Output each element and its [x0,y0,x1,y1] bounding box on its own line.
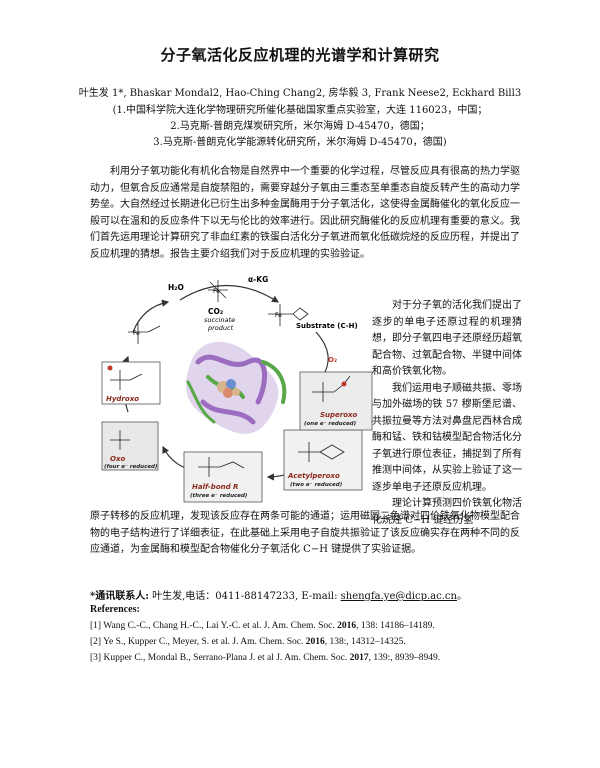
paper-title: 分子氧活化反应机理的光谱学和计算研究 [160,46,440,64]
fe-product-complex [128,322,161,344]
right-column-text: 对于分子氧的活化我们提出了逐步的单电子还原过程的机理猜想，即分子氧四电子还原经历… [372,298,522,529]
oxo-box [101,421,159,471]
substrate-label: Substrate (C-H) [296,322,358,330]
contact-end: 。 [456,591,467,602]
cycle-arrow-top [179,284,280,303]
co2-label: CO₂ [208,307,223,316]
hydroxo-box [101,361,161,405]
reference-1: [1] Wang C.-C., Chang H.-C., Lai Y.-C. e… [90,621,435,631]
acetylperoxo-label: Acetylperoxo [287,472,340,480]
akg-label: α-KG [248,275,268,284]
fe-akg-complex [208,280,228,302]
halfbond-box [183,451,263,503]
right-paragraph-3: 理论计算预测四价铁氧化物活化烷烃 C−H 键经历氢 [372,498,522,526]
reference-2: [2] Ye S., Kupper C., Meyer, S. et al. J… [90,637,406,647]
fe-label-left-top: Fe [133,330,140,337]
acetylperoxo-box [283,429,363,491]
succinate-label: succinate [204,316,235,324]
right-paragraph-1: 对于分子氧的活化我们提出了逐步的单电子还原过程的机理猜想，即分子氧四电子还原经历… [372,300,522,377]
fe-label-right-top: Fe [275,312,282,319]
contact-email-link[interactable]: shengfa.ye@dicp.ac.cn [340,591,457,602]
reference-3: [3] Kupper C., Mondal B., Serrano-Plana … [90,653,441,663]
superoxo-label: Superoxo [320,411,358,419]
abstract-paragraph: 利用分子氧功能化有机化合物是自然界中一个重要的化学过程，尽管反应具有很高的热力学… [90,166,520,260]
o2-label: O₂ [328,356,337,364]
references-heading: References: [90,604,140,615]
author-list: 叶生发 1*, Bhaskar Mondal2, Hao-Ching Chang… [78,88,522,99]
superoxo-box [299,371,373,431]
affiliation-1: (1.中国科学院大连化学物理研究所催化基础国家重点实验室，大连 116023，中… [112,105,488,116]
fe-label-top: Fe [213,288,220,295]
affiliation-2: 2.马克斯-普朗克煤炭研究所，米尔海姆 D-45470，德国； [170,121,430,132]
contact-line: *通讯联系人: 叶生发,电话：0411-88147233, E-mail: sh… [90,587,520,602]
h2o-label: H₂O [168,283,184,292]
superoxo-sublabel: (one e⁻ reduced) [304,421,356,427]
right-paragraph-2: 我们运用电子顺磁共振、零场与加外磁场的铁 57 穆斯堡尼谱、共振拉曼等方法对鼻盘… [372,382,522,493]
oxo-label: Oxo [110,455,125,463]
contact-label: *通讯联系人: [90,591,149,602]
affiliation-3: 3.马克斯-普朗克化学能源转化研究所，米尔海姆 D-45470，德国) [153,137,447,148]
hydroxo-label: Hydroxo [106,395,139,403]
halfbond-sublabel: (three e⁻ reduced) [190,493,247,499]
continued-paragraph: 原子转移的反应机理，发现该反应存在两条可能的通道；运用磁圆二色谱对四价铁氧化物模… [90,511,520,555]
protein-structure [185,341,287,434]
cycle-arrow-top-left [132,299,170,333]
catalytic-cycle-diagram: Fe Fe Fe Hydroxo [101,275,373,503]
mechanism-figure: Fe Fe Fe Hydroxo [88,262,384,507]
contact-text: 叶生发,电话：0411-88147233, E-mail: [152,591,341,602]
acetylperoxo-sublabel: (two e⁻ reduced) [290,482,342,488]
product-label: product [207,324,234,332]
oxo-sublabel: (four e⁻ reduced) [104,464,158,470]
halfbond-label: Half-bond R [192,483,238,491]
fe-substrate-complex [268,304,309,326]
